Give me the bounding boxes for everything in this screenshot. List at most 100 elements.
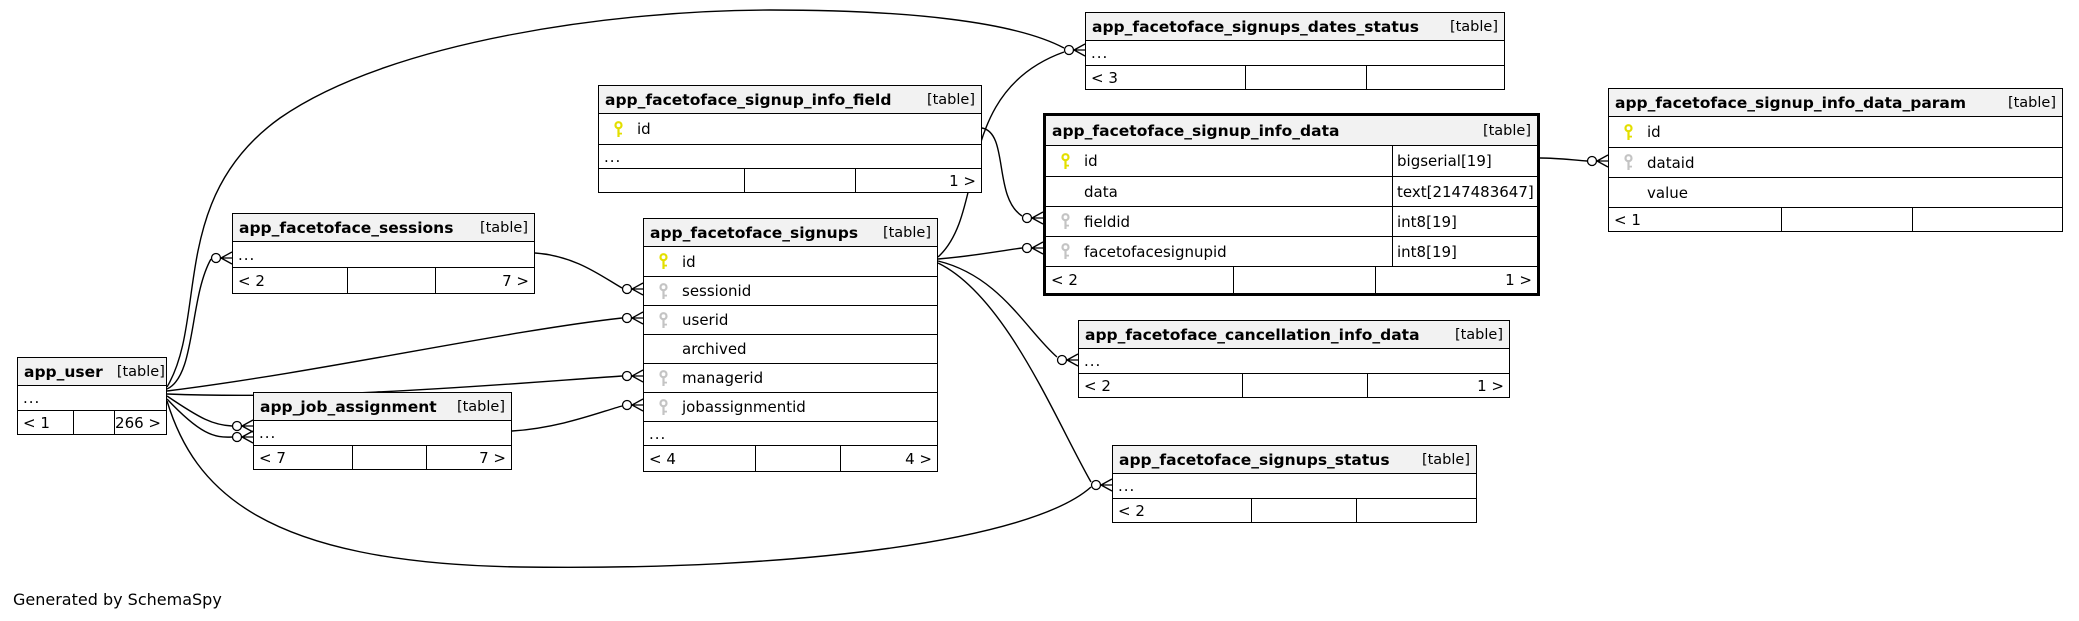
column-name: id	[637, 120, 651, 138]
ellipsis-row: ...	[1084, 352, 1102, 370]
column-row-id: id bigserial[19]	[1046, 146, 1537, 176]
table-header: app_facetoface_signups_dates_status[tabl…	[1086, 13, 1504, 41]
crowsfoot-zero-many-icon	[1021, 211, 1044, 225]
crowsfoot-zero-many-icon	[231, 419, 254, 433]
foreign-key-icon	[1046, 213, 1084, 230]
column-row-userid: userid	[644, 305, 937, 334]
table-title: app_facetoface_signup_info_data	[1052, 121, 1340, 140]
table-app_facetoface_signup_info_field[interactable]: app_facetoface_signup_info_field[table]i…	[598, 85, 982, 193]
table-app_facetoface_signups_dates_status[interactable]: app_facetoface_signups_dates_status[tabl…	[1085, 12, 1505, 90]
column-name: dataid	[1647, 153, 1695, 172]
parents-count: < 4	[649, 449, 676, 468]
table-title: app_facetoface_cancellation_info_data	[1085, 325, 1420, 344]
table-footer: < 3	[1086, 65, 1504, 89]
crowsfoot-zero-many-icon	[1090, 478, 1113, 492]
table-header: app_facetoface_signup_info_field[table]	[599, 86, 981, 114]
crowsfoot-zero-many-icon	[621, 398, 644, 412]
parents-count: < 2	[1118, 501, 1145, 520]
ellipsis-row: ...	[23, 389, 41, 407]
primary-key-icon	[1046, 152, 1084, 170]
children-count: 1 >	[854, 169, 981, 192]
column-name: id	[1084, 152, 1098, 170]
ellipsis-row: ...	[1118, 477, 1136, 495]
column-row-sessionid: sessionid	[644, 276, 937, 305]
primary-key-icon	[599, 120, 637, 138]
table-header: app_job_assignment[table]	[254, 393, 511, 421]
relationship-line-app_user-to-app_facetoface_signups.userid	[166, 317, 623, 392]
table-type-badge: [table]	[479, 219, 528, 236]
table-type-badge: [table]	[2007, 94, 2056, 111]
column-type: bigserial[19]	[1392, 146, 1537, 176]
column-name: jobassignmentid	[682, 398, 806, 416]
table-header: app_facetoface_signup_info_data [table]	[1046, 116, 1537, 146]
table-type-badge: [table]	[1421, 451, 1470, 468]
parents-count	[599, 169, 744, 192]
relationship-line-app_user-to-app_job_assignment	[166, 398, 233, 438]
table-header: app_facetoface_signups_status [table]	[1113, 446, 1476, 474]
crowsfoot-zero-many-icon	[1021, 241, 1044, 255]
column-name: data	[1084, 182, 1118, 201]
footer-spacer-cell	[347, 268, 434, 293]
column-name: value	[1647, 183, 1688, 202]
column-row-jobassignmentid: jobassignmentid	[644, 392, 937, 421]
column-name: archived	[682, 340, 747, 358]
column-type: text[2147483647]	[1392, 177, 1537, 206]
table-header: app_user[table]	[18, 358, 166, 386]
parents-count: < 2	[238, 271, 265, 290]
table-app_facetoface_signup_info_data_param[interactable]: app_facetoface_signup_info_data_param [ta…	[1608, 88, 2063, 232]
column-row-dataid: dataid	[1609, 147, 2062, 177]
column-type: int8[19]	[1392, 237, 1537, 266]
table-type-badge: [table]	[1454, 326, 1503, 343]
parents-count: < 1	[1614, 210, 1641, 229]
relationship-line-app_facetoface_signup_info_data.id-to-app_facetoface_signup_info_data_param.dataid	[1539, 157, 1588, 162]
footer-spacer-cell	[72, 411, 115, 434]
table-header: app_facetoface_signups[table]	[644, 219, 937, 247]
table-type-badge: [table]	[926, 91, 975, 108]
table-app_facetoface_signups_status[interactable]: app_facetoface_signups_status [table]... <…	[1112, 445, 1477, 523]
column-type: int8[19]	[1392, 207, 1537, 236]
primary-key-icon	[644, 253, 682, 270]
footer-spacer-cell	[1781, 208, 1912, 231]
foreign-key-icon	[644, 369, 682, 387]
column-name: sessionid	[682, 282, 752, 300]
table-app_facetoface_signups[interactable]: app_facetoface_signups[table]id sessionid…	[643, 218, 938, 472]
generated-by-note: Generated by SchemaSpy	[13, 590, 222, 609]
relationship-line-app_user-to-app_facetoface_signups_dates_status	[166, 9, 1065, 388]
table-type-badge: [table]	[456, 398, 505, 415]
parents-count: < 3	[1091, 68, 1118, 87]
table-title: app_facetoface_signup_info_data_param	[1615, 93, 1967, 112]
table-title: app_facetoface_sessions	[239, 218, 454, 237]
ellipsis-row: ...	[599, 144, 981, 168]
relationship-line-app_user-to-app_job_assignment	[166, 395, 233, 427]
table-footer: < 2 7 >	[233, 267, 534, 293]
table-title: app_user	[24, 362, 103, 381]
footer-spacer-cell	[1242, 374, 1367, 397]
children-count	[1912, 208, 2062, 231]
relationship-line-app_facetoface_signups.id-to-app_facetoface_signup_info_data.facetofacesignupid	[937, 247, 1023, 260]
table-title: app_facetoface_signups_status	[1119, 450, 1390, 469]
children-count: 4 >	[840, 446, 937, 471]
table-app_facetoface_cancellation_info_data[interactable]: app_facetoface_cancellation_info_data [ta…	[1078, 320, 1510, 398]
children-count: 7 >	[434, 268, 534, 293]
crowsfoot-zero-many-icon	[1056, 353, 1079, 367]
children-count: 1 >	[1374, 267, 1537, 293]
table-footer: < 4 4 >	[644, 445, 937, 471]
children-count: 1 >	[1367, 374, 1509, 397]
crowsfoot-zero-many-icon	[621, 282, 644, 296]
table-app_facetoface_signup_info_data[interactable]: app_facetoface_signup_info_data [table] id…	[1043, 113, 1540, 296]
column-name: id	[682, 252, 696, 271]
parents-count: < 1	[23, 413, 50, 432]
table-footer: < 1	[1609, 207, 2062, 231]
footer-spacer-cell	[1244, 66, 1366, 89]
table-type-badge: [table]	[1482, 122, 1531, 139]
ellipsis-row: ...	[1091, 44, 1109, 62]
footer-spacer-cell	[351, 446, 427, 469]
primary-key-icon	[1609, 123, 1647, 141]
